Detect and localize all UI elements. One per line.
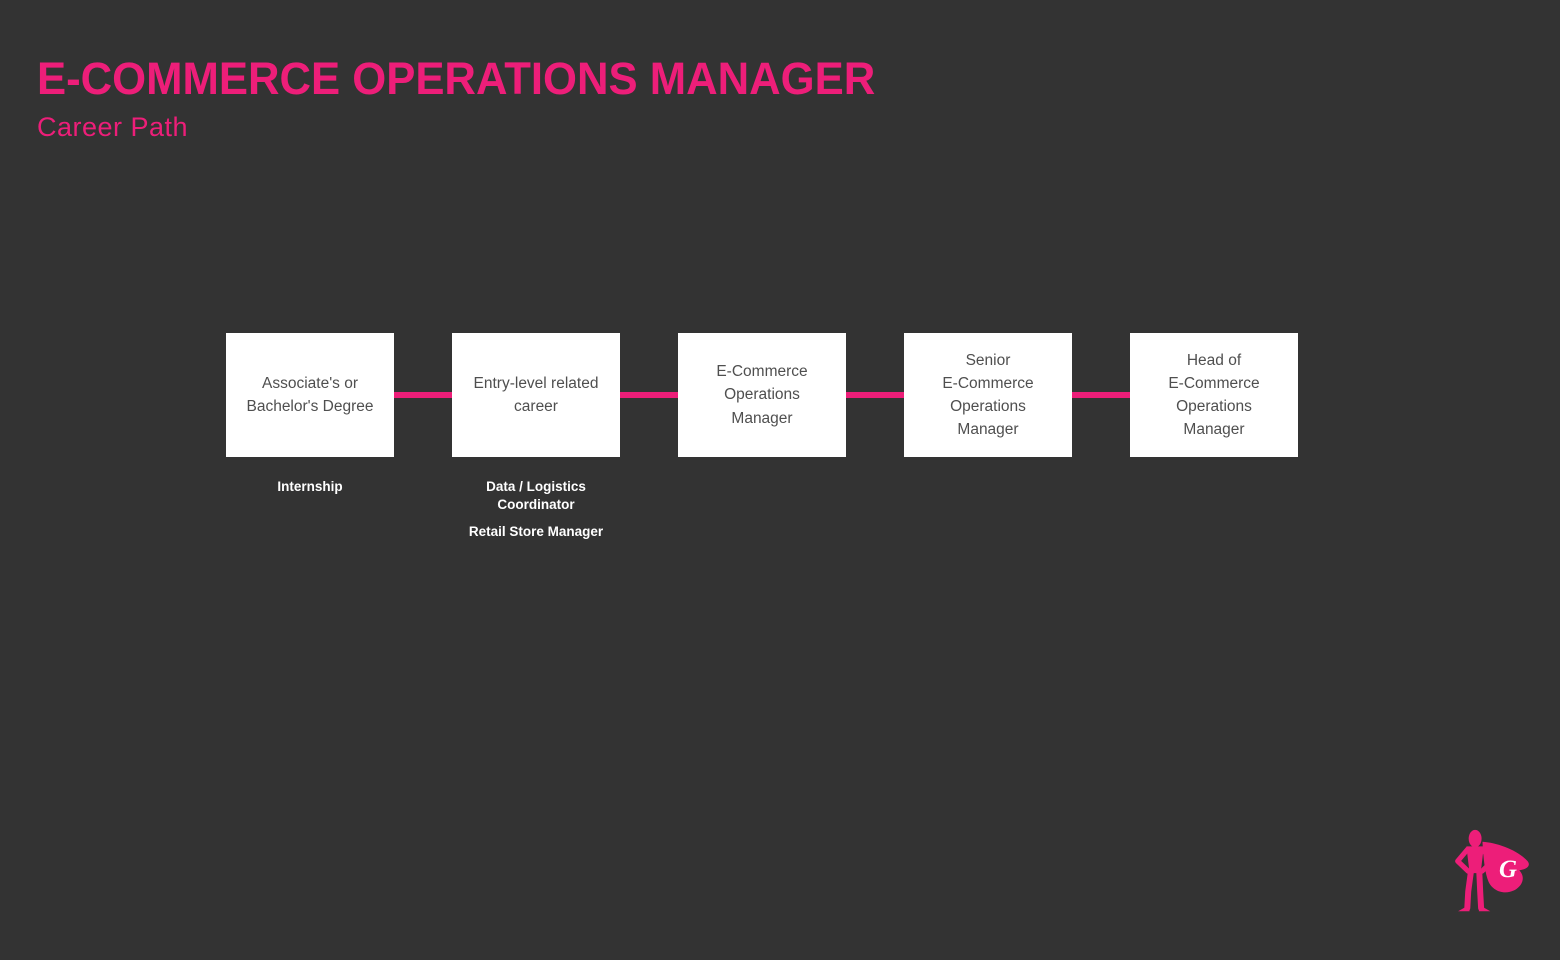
right-arm-shape (1479, 846, 1495, 874)
stage-label-line: Bachelor's Degree (246, 398, 374, 415)
stage-label-line: Entry-level related (473, 374, 599, 392)
stage-label-line: Senior (965, 351, 1011, 369)
cape-shape (1482, 841, 1529, 893)
header: E-COMMERCE OPERATIONS MANAGER Career Pat… (37, 54, 901, 143)
stage-sublabel: Retail Store Manager (468, 524, 604, 540)
stage-label-line: Associate's or (262, 374, 358, 392)
stage-label-line: Operations (1176, 398, 1252, 415)
superhero-logo-icon: G (1455, 829, 1529, 912)
stage-box: Associate's or Bachelor's Degree (226, 333, 394, 457)
stage-label-line: Manager (731, 409, 793, 427)
right-foot-shape (1478, 905, 1491, 912)
head-shape (1468, 829, 1482, 848)
stage-sublabel: Data / Logistics Coordinator (486, 479, 586, 513)
stage-label-line: Operations (724, 386, 800, 404)
left-leg-shape (1464, 868, 1474, 912)
logo-letter: G (1499, 856, 1517, 883)
left-foot-shape (1458, 905, 1470, 912)
stage-label-line: Head of (1186, 351, 1242, 369)
stage-label-line: E-Commerce (1168, 374, 1260, 392)
page-subtitle: Career Path (37, 111, 189, 142)
left-arm-shape (1455, 846, 1471, 874)
stage-label-line: Manager (957, 421, 1019, 439)
torso-shape (1466, 846, 1484, 874)
right-leg-shape (1476, 868, 1485, 912)
stage-label-line: career (514, 398, 558, 415)
page-title: E-COMMERCE OPERATIONS MANAGER (37, 53, 876, 104)
stage-label-line: E-Commerce (716, 363, 808, 381)
stage-sublabel: Internship (277, 479, 343, 494)
stage-label-line: Manager (1183, 421, 1245, 439)
stage-box: Entry-level related career (452, 333, 620, 457)
stage-sublabels: Internship (277, 478, 342, 505)
stage-label-line: Operations (950, 398, 1026, 415)
stage-label-line: E-Commerce (942, 374, 1034, 392)
